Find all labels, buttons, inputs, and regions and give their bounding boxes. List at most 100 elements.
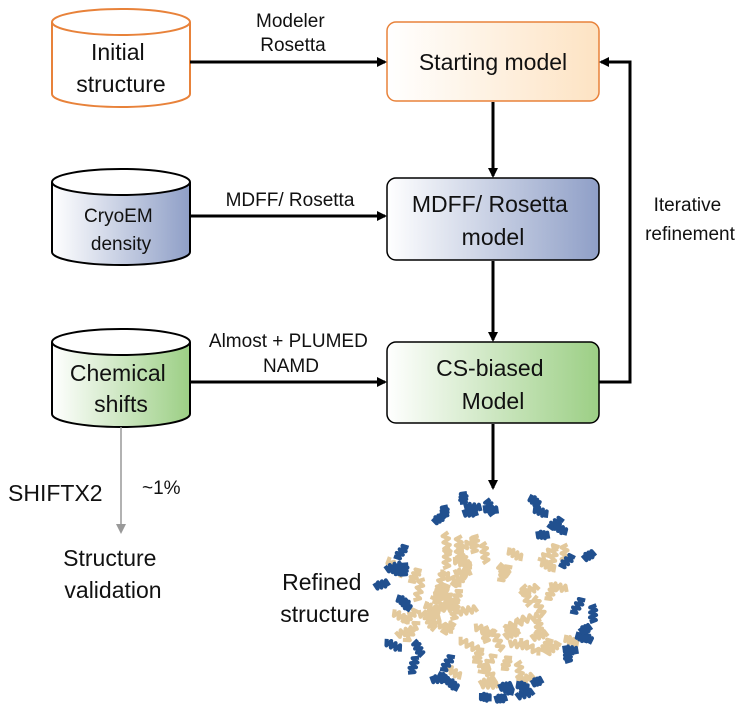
protein-helix bbox=[482, 503, 500, 515]
mdff-rosetta-arrow-label: MDFF/ Rosetta bbox=[226, 190, 355, 211]
protein-helix bbox=[539, 637, 554, 654]
protein-helix bbox=[531, 594, 547, 619]
structure-line-2: structure bbox=[280, 601, 369, 627]
protein-helix bbox=[412, 577, 426, 603]
protein-helix bbox=[478, 691, 492, 703]
protein-helix bbox=[476, 659, 496, 681]
protein-helix bbox=[383, 560, 405, 574]
protein-helix bbox=[445, 676, 460, 692]
protein-helix bbox=[514, 611, 543, 626]
protein-helix bbox=[449, 573, 468, 589]
iterative-line: Iterative bbox=[654, 195, 722, 216]
protein-helix bbox=[537, 543, 560, 563]
protein-helix bbox=[504, 623, 520, 637]
cs-model-label-2: Model bbox=[462, 388, 525, 414]
svg-text:Initial structure: Initial structure bbox=[76, 39, 165, 97]
svg-text:CryoEM density: CryoEM density bbox=[84, 206, 158, 255]
namd-line: NAMD bbox=[263, 356, 319, 377]
cryoem-density-cylinder: CryoEM density bbox=[51, 168, 191, 266]
protein-helix bbox=[513, 659, 526, 685]
protein-helix bbox=[500, 683, 515, 696]
protein-helix bbox=[478, 540, 491, 566]
protein-helix bbox=[425, 604, 444, 620]
protein-helix bbox=[577, 623, 594, 636]
protein-helix bbox=[580, 549, 598, 563]
protein-helix bbox=[439, 654, 456, 673]
chemical-shifts-label-2: shifts bbox=[94, 391, 148, 417]
protein-helix bbox=[515, 680, 530, 692]
chemical-shifts-cylinder: Chemical shifts bbox=[51, 328, 191, 428]
protein-helix bbox=[471, 647, 485, 664]
protein-helix bbox=[411, 638, 426, 659]
protein-helix bbox=[493, 693, 509, 704]
starting-model-label: Starting model bbox=[419, 49, 567, 75]
percent-label: ~1% bbox=[142, 478, 181, 499]
protein-helix bbox=[527, 493, 542, 509]
protein-helix bbox=[372, 578, 391, 591]
refined-line: Refined bbox=[282, 569, 361, 595]
structure-line: Structure bbox=[63, 545, 156, 571]
mdff-model-label-1: MDFF/ Rosetta bbox=[412, 191, 568, 217]
initial-structure-label-2: structure bbox=[76, 71, 165, 97]
protein-helix bbox=[529, 675, 545, 688]
protein-helix bbox=[519, 638, 541, 656]
protein-helix bbox=[500, 655, 513, 672]
mdff-rosetta-model-box: MDFF/ Rosetta model bbox=[386, 177, 600, 261]
cs-biased-model-box: CS-biased Model bbox=[386, 341, 600, 424]
protein-helix bbox=[496, 564, 513, 583]
almost-plumed-label: Almost + PLUMED NAMD bbox=[209, 331, 373, 377]
protein-helix bbox=[506, 547, 524, 562]
iterative-refinement-label: Iterative refinement bbox=[645, 195, 735, 245]
protein-helix bbox=[395, 594, 411, 609]
svg-text:CS-biased Model: CS-biased Model bbox=[436, 355, 550, 414]
protein-helix bbox=[574, 631, 589, 644]
initial-structure-label-1: Initial bbox=[91, 39, 145, 65]
refinement-line: refinement bbox=[645, 224, 735, 245]
initial-structure-cylinder: Initial structure bbox=[51, 8, 191, 108]
refined-protein-structure-image bbox=[372, 491, 599, 704]
protein-helix bbox=[562, 648, 573, 665]
protein-helix bbox=[543, 640, 563, 657]
protein-helix bbox=[544, 583, 559, 601]
shiftx2-label: SHIFTX2 bbox=[8, 480, 103, 506]
svg-text:Chemical shifts: Chemical shifts bbox=[70, 360, 172, 417]
protein-helix bbox=[429, 674, 448, 685]
cryoem-label-1: CryoEM bbox=[84, 206, 153, 227]
protein-helix bbox=[439, 620, 457, 636]
modeler-rosetta-label: Modeler Rosetta bbox=[256, 11, 330, 56]
protein-helix bbox=[441, 546, 452, 571]
cs-model-label-1: CS-biased bbox=[436, 355, 543, 381]
protein-helix bbox=[400, 607, 420, 625]
refined-structure-label: Refined structure bbox=[280, 569, 369, 627]
arrow-iterative-loop bbox=[599, 57, 632, 384]
mdff-model-label-2: model bbox=[462, 224, 525, 250]
chemical-shifts-label-1: Chemical bbox=[70, 360, 166, 386]
starting-model-box: Starting model bbox=[386, 21, 600, 102]
protein-helix bbox=[457, 551, 473, 572]
protein-helix bbox=[532, 505, 549, 518]
protein-helix bbox=[440, 530, 453, 557]
protein-helix bbox=[519, 583, 534, 609]
protein-helix bbox=[563, 634, 580, 648]
rosetta-label: Rosetta bbox=[260, 35, 326, 56]
protein-helix bbox=[569, 597, 586, 615]
cryoem-label-2: density bbox=[91, 234, 152, 255]
protein-helix bbox=[384, 638, 403, 652]
almost-plumed-line: Almost + PLUMED bbox=[209, 331, 368, 352]
protein-helix bbox=[407, 567, 423, 584]
protein-helix bbox=[431, 587, 447, 605]
structure-validation-label: Structure validation bbox=[63, 545, 163, 603]
protein-helix bbox=[455, 604, 480, 617]
protein-helix bbox=[552, 522, 569, 536]
protein-helix bbox=[533, 617, 545, 639]
protein-helix bbox=[478, 679, 500, 690]
protein-helix bbox=[458, 491, 469, 505]
protein-helix bbox=[407, 655, 420, 675]
protein-helix bbox=[402, 620, 421, 643]
modeler-label: Modeler bbox=[256, 11, 325, 32]
protein-helix bbox=[458, 636, 481, 654]
protein-helix bbox=[557, 553, 576, 570]
protein-helix bbox=[535, 529, 551, 541]
protein-helix bbox=[463, 501, 483, 513]
svg-text:MDFF/ Rosetta model: MDFF/ Rosetta model bbox=[412, 191, 574, 250]
